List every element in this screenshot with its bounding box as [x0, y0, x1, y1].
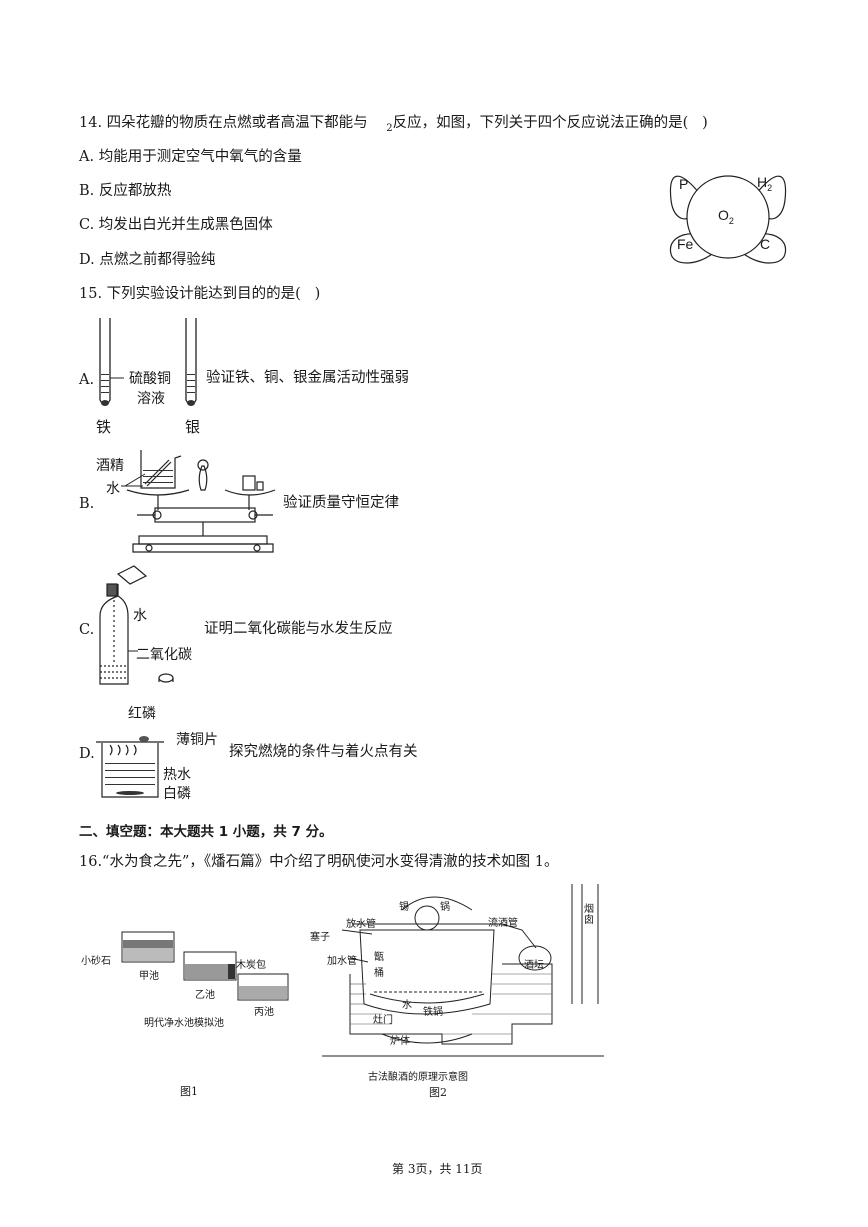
purification-pools-figure [121, 931, 289, 1001]
label-red-phosphorus: 红磷 [128, 706, 156, 722]
fig1-caption: 图1 [180, 1085, 198, 1098]
bottle-figure [99, 565, 174, 685]
tube-silver [185, 318, 197, 406]
label-pot: 锅 [440, 902, 450, 913]
q15-b-letter: B. [79, 496, 95, 512]
label-plug: 塞子 [310, 932, 330, 943]
petal-label-c: C [760, 236, 771, 252]
q14-option-a: A. 均能用于测定空气中氧气的含量 [79, 149, 302, 165]
pointer [198, 465, 208, 491]
label-pebbles: 小砂石 [81, 956, 111, 967]
petal-diagram [669, 175, 787, 264]
right-pan [224, 489, 276, 496]
steamer [359, 929, 495, 1015]
q15-a-letter: A. [79, 372, 95, 388]
beaker-d [101, 743, 159, 798]
label-flow: 流酒管 [488, 918, 518, 929]
q14-stem: 14. 四朵花瓣的物质在点燃或者高温下都能与 2反应，如图，下列关于四个反应说法… [79, 115, 708, 134]
flow-pipe [501, 923, 537, 949]
q14-option-b: B. 反应都放热 [79, 183, 172, 199]
section-title: 二、填空题：本大题共 1 小题，共 7 分。 [79, 824, 333, 840]
weight [242, 475, 256, 491]
bottle-cap [106, 583, 118, 597]
label-iron: 铁 [96, 418, 112, 436]
petal-p [669, 175, 701, 220]
label-pool-b: 乙池 [195, 990, 215, 1001]
beam [154, 507, 256, 523]
balance-figure [121, 450, 276, 553]
fig2-caption: 图2 [429, 1086, 447, 1099]
label-pool-c: 丙池 [254, 1007, 274, 1018]
pool-b [183, 951, 237, 981]
label-silver: 银 [185, 418, 201, 436]
label-chimney: 烟囱 [584, 904, 594, 926]
o2-circle [686, 175, 770, 259]
test-tubes-figure [99, 318, 197, 406]
silver-sample [187, 400, 195, 406]
q15-a-text: 验证铁、铜、银金属活动性强弱 [206, 370, 409, 386]
q15-stem: 15. 下列实验设计能达到目的的是( ) [79, 286, 321, 302]
q15-c-letter: C. [79, 622, 95, 638]
fig1-inner-caption: 明代净水池模拟池 [144, 1018, 224, 1029]
iron-wok [369, 993, 485, 1004]
label-stove-door: 灶门 [373, 1015, 393, 1026]
label-add-water: 加水管 [327, 956, 357, 967]
q15-d-letter: D. [79, 746, 95, 762]
page-footer: 第 3页，共 11页 [392, 1162, 483, 1176]
label-water-f2: 水 [402, 1000, 412, 1011]
label-tin: 锡 [399, 902, 409, 913]
lid [158, 673, 174, 683]
chimney [571, 884, 599, 1004]
label-cuso4-2: 溶液 [137, 391, 165, 407]
label-jar: 酒坛 [524, 960, 544, 971]
label-water-b: 水 [106, 481, 120, 497]
label-copper-sheet: 薄铜片 [176, 732, 218, 748]
q15-d-text: 探究燃烧的条件与着火点有关 [229, 744, 418, 760]
pool-c [237, 973, 289, 1001]
label-rice-2: 桶 [374, 968, 384, 979]
tin-pot [401, 896, 473, 911]
petal-label-h2: H2 [757, 174, 773, 193]
iron-sample [101, 400, 109, 406]
water-cup [116, 565, 148, 585]
label-charcoal: 木炭包 [236, 960, 266, 971]
base [132, 543, 274, 553]
petal-label-p: P [679, 176, 689, 192]
label-hot-water: 热水 [163, 767, 191, 783]
label-pool-a: 甲池 [139, 971, 159, 982]
petal-fe [669, 233, 713, 264]
q15-c-text: 证明二氧化碳能与水发生反应 [204, 621, 393, 637]
center-label-o2: O2 [718, 207, 734, 226]
q14-option-d: D. 点燃之前都得验纯 [79, 252, 216, 268]
q14-petal-figure: P H2 O2 Fe C [668, 162, 788, 266]
q14-option-c: C. 均发出白光并生成黑色固体 [79, 217, 273, 233]
q15-b-text: 验证质量守恒定律 [283, 495, 399, 511]
label-co2: 二氧化碳 [136, 647, 192, 663]
pool-a [121, 931, 175, 963]
label-iron-pot: 铁锅 [423, 1007, 443, 1018]
petal-c [743, 233, 787, 264]
label-water-c: 水 [133, 608, 147, 624]
white-phosphorus [116, 791, 144, 795]
wine-jar [518, 945, 552, 971]
label-white-phosphorus: 白磷 [163, 786, 191, 802]
label-rice-1: 甑 [374, 952, 384, 963]
label-alcohol: 酒精 [96, 458, 124, 474]
beaker-combustion-figure [96, 736, 164, 798]
red-phosphorus [139, 736, 149, 742]
petal-label-fe: Fe [677, 236, 694, 252]
fig2-inner-caption: 古法酿酒的原理示意图 [368, 1072, 468, 1083]
label-cuso4-1: 硫酸铜 [129, 371, 171, 387]
wine-brewing-figure [322, 884, 604, 1057]
plastic-bottle [99, 584, 129, 685]
left-pan [126, 489, 190, 496]
beaker [140, 450, 182, 489]
q16-stem: 16.“水为食之先”，《燔石篇》中介绍了明矾使河水变得清澈的技术如图 1。 [79, 854, 559, 870]
petal-h2 [755, 175, 787, 220]
label-furnace: 炉体 [390, 1036, 410, 1047]
label-drain: 放水管 [346, 919, 376, 930]
tube-iron [99, 318, 111, 406]
